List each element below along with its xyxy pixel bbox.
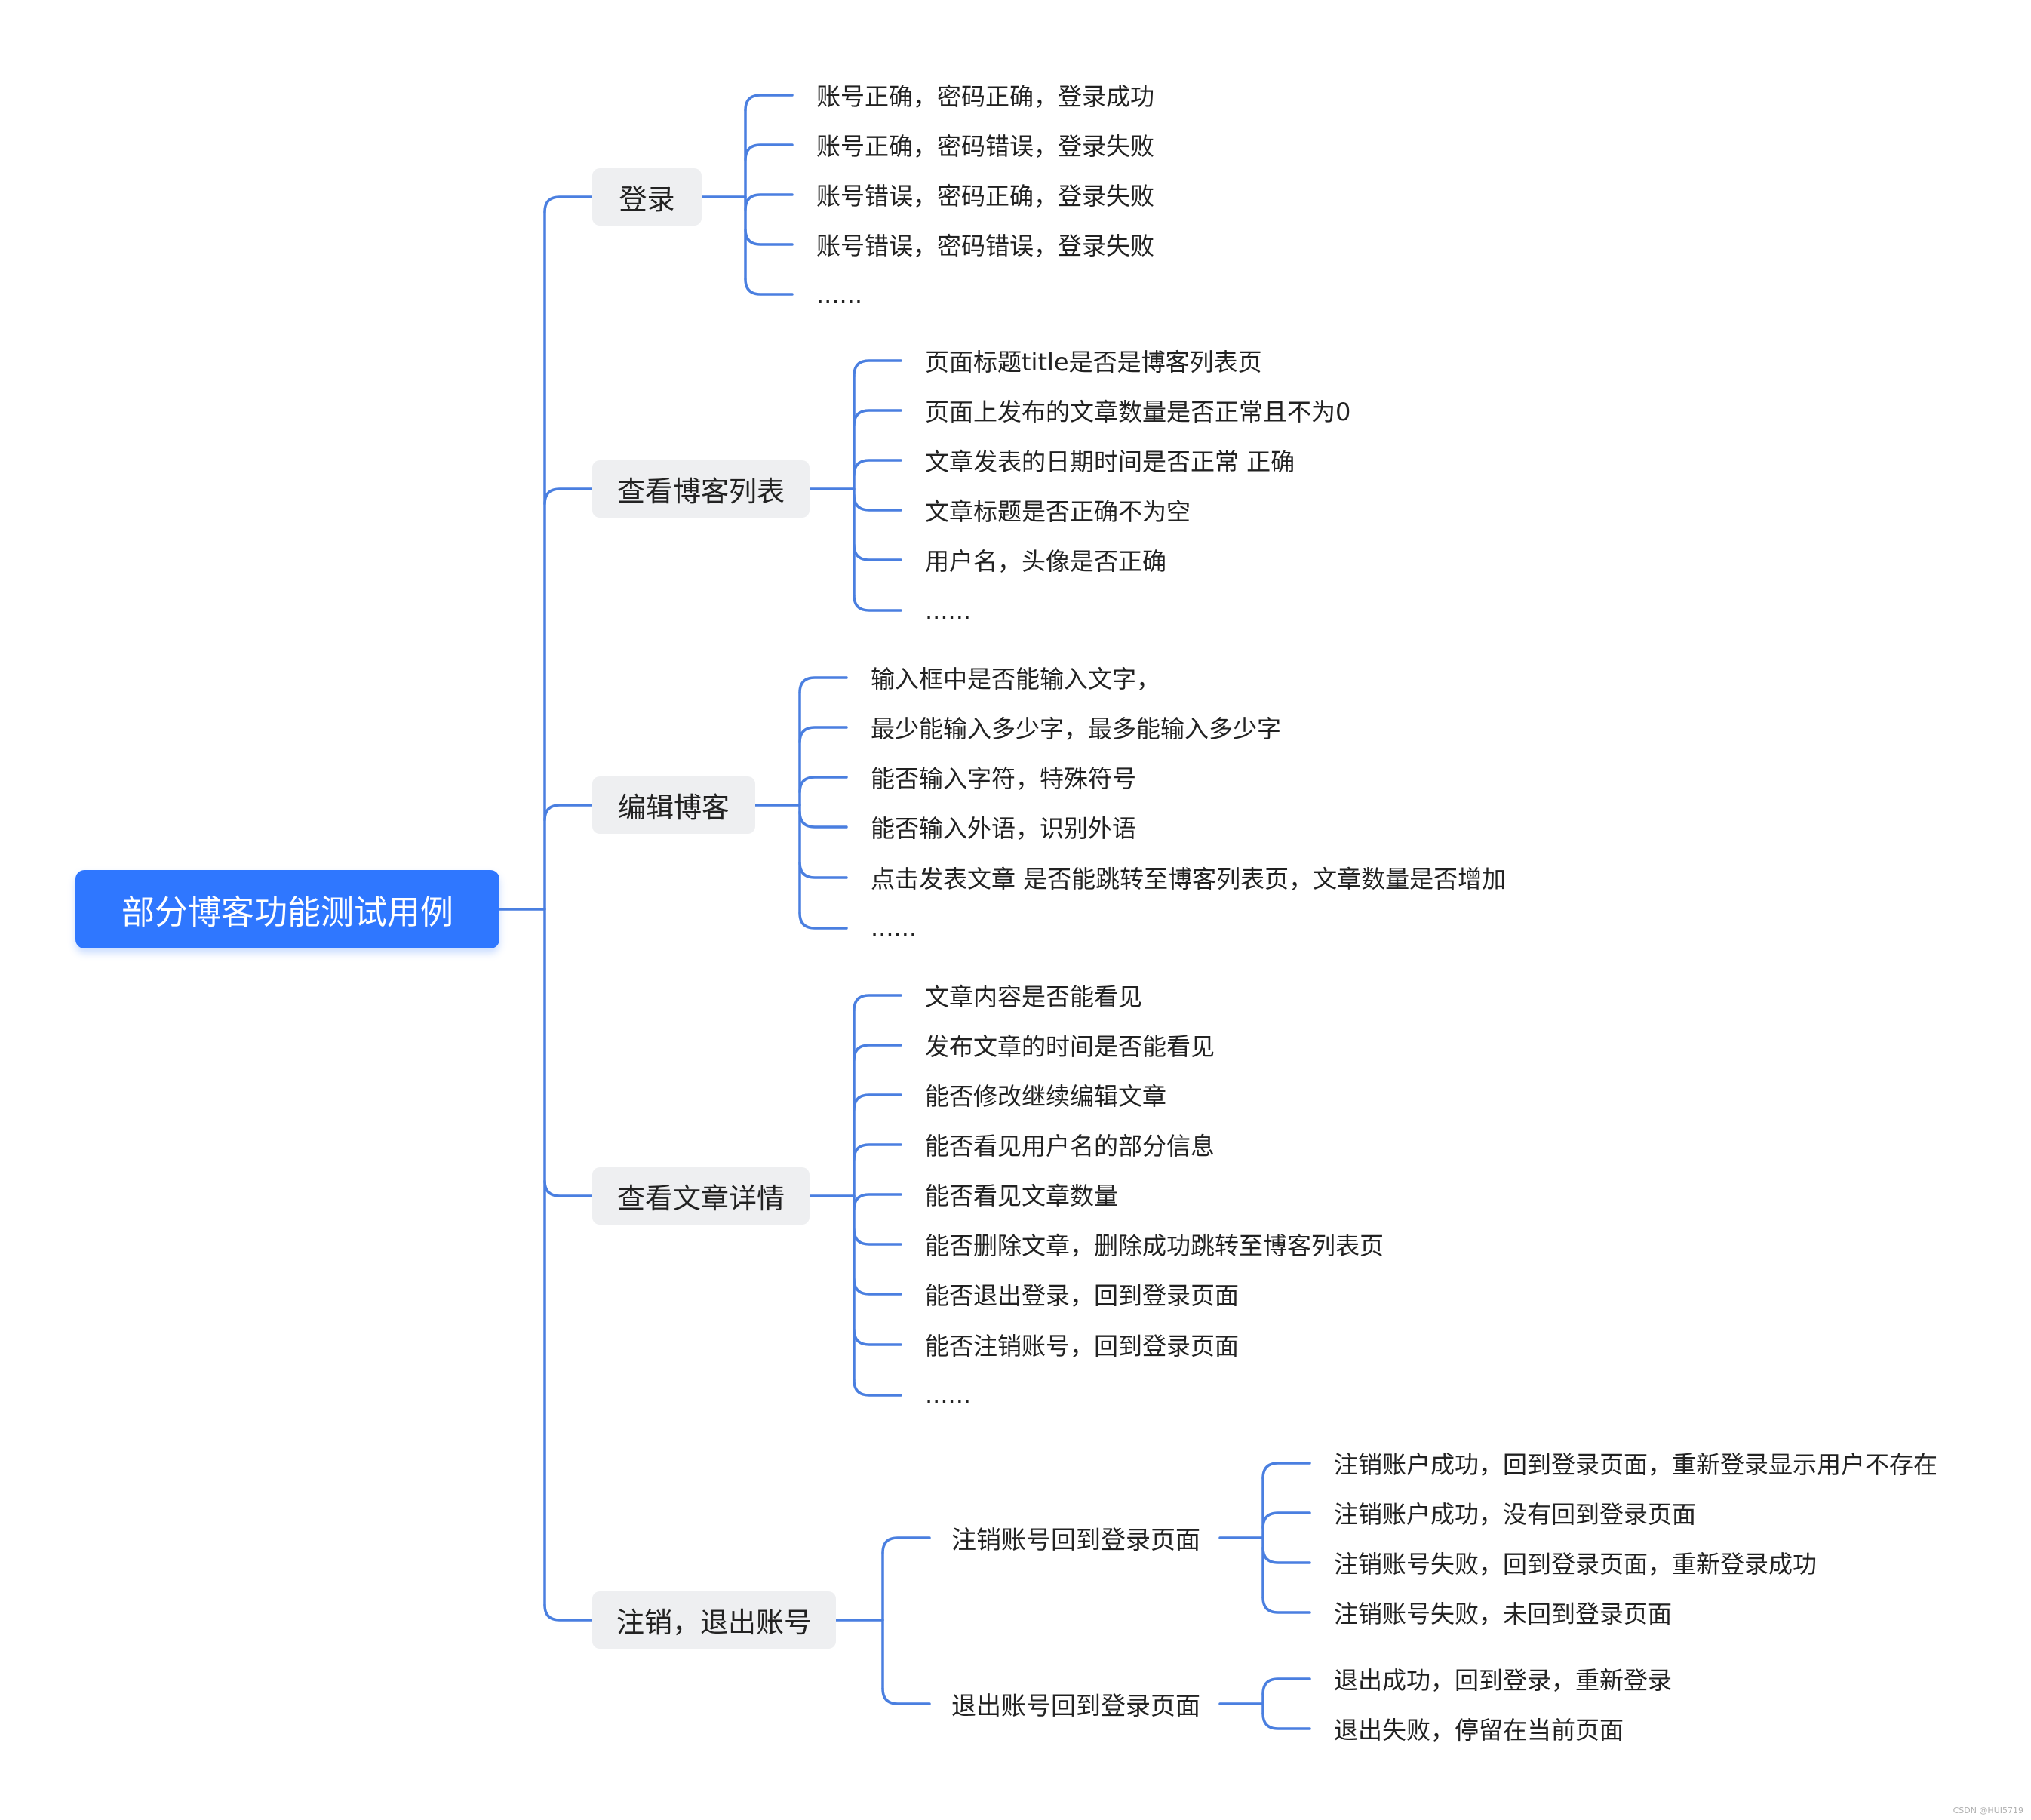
branch-blog-list: 查看博客列表 (592, 460, 810, 518)
connector-line (853, 1193, 902, 1211)
leaf-item: 账号错误，密码正确，登录失败 (816, 182, 1155, 211)
leaf-item: 能否注销账号，回到登录页面 (925, 1332, 1240, 1360)
leaf-item: 注销账户成功，回到登录页面，重新登录显示用户不存在 (1334, 1450, 1938, 1479)
leaf-item: 页面标题title是否是博客列表页 (925, 348, 1262, 377)
leaf-item: ...... (871, 914, 917, 942)
leaf-item: 用户名，头像是否正确 (925, 547, 1167, 576)
leaf-item: ...... (925, 596, 972, 625)
connector-line (1261, 1596, 1311, 1614)
connector-line (853, 543, 902, 561)
leaf-item: ...... (925, 1381, 972, 1410)
connector-line (1261, 1712, 1311, 1730)
connector-line (853, 594, 902, 612)
connector-line (798, 676, 848, 694)
connector-line (853, 459, 902, 477)
connector-line (744, 278, 794, 296)
leaf-item: 能否退出登录，回到登录页面 (925, 1281, 1240, 1310)
leaf-item: 注销账号失败，回到登录页面，重新登录成功 (1334, 1550, 1817, 1579)
leaf-item: 账号正确，密码错误，登录失败 (816, 132, 1155, 161)
connector-line (744, 94, 794, 112)
leaf-item: 文章标题是否正确不为空 (925, 497, 1191, 526)
connector-line (543, 804, 594, 822)
connector-line (853, 359, 902, 377)
connector-line (853, 1328, 902, 1346)
leaf-item: 退出成功，回到登录，重新登录 (1334, 1666, 1673, 1695)
connector-line (543, 487, 594, 506)
branch-logout: 注销，退出账号 (592, 1591, 836, 1649)
branch-login: 登录 (592, 168, 702, 226)
leaf-item: 点击发表文章 是否能跳转至博客列表页，文章数量是否增加 (871, 865, 1507, 893)
leaf-item: 账号错误，密码错误，登录失败 (816, 232, 1155, 260)
connector-line (744, 228, 794, 246)
leaf-item: 页面上发布的文章数量是否正常且不为0 (925, 398, 1351, 426)
branch-edit-blog: 编辑博客 (592, 776, 755, 834)
connector-line (798, 912, 848, 930)
connector-line (1261, 1546, 1311, 1564)
leaf-item: 能否输入外语，识别外语 (871, 814, 1137, 843)
connector-line (543, 1179, 594, 1197)
connector-line (1261, 1511, 1311, 1529)
root-node: 部分博客功能测试用例 (75, 870, 499, 948)
connector-line (853, 1044, 902, 1062)
leaf-item: 能否看见文章数量 (925, 1182, 1119, 1210)
leaf-item: 发布文章的时间是否能看见 (925, 1032, 1215, 1061)
leaf-item: 账号正确，密码正确，登录成功 (816, 82, 1155, 111)
connector-line (543, 195, 594, 214)
connector-line (881, 1536, 931, 1554)
connector-line (853, 1093, 902, 1111)
connector-line (853, 1143, 902, 1161)
leaf-item: 能否修改继续编辑文章 (925, 1082, 1167, 1111)
connector-line (798, 776, 848, 794)
leaf-item: 能否删除文章，删除成功跳转至博客列表页 (925, 1231, 1384, 1260)
connector-line (744, 193, 794, 211)
sub-branch-logout-account: 退出账号回到登录页面 (951, 1691, 1200, 1720)
connector-line (1261, 1677, 1311, 1695)
connector-line (744, 143, 794, 161)
leaf-item: 文章内容是否能看见 (925, 982, 1143, 1011)
leaf-item: 输入框中是否能输入文字， (871, 665, 1161, 693)
connector-line (798, 810, 848, 829)
connector-line (853, 409, 902, 427)
branch-article-detail: 查看文章详情 (592, 1167, 810, 1225)
connector-line (881, 1687, 931, 1705)
leaf-item: 能否输入字符，特殊符号 (871, 764, 1137, 793)
sub-branch-cancel-account: 注销账号回到登录页面 (951, 1525, 1200, 1554)
connector-line (853, 493, 902, 512)
connector-line (1261, 1462, 1311, 1480)
leaf-item: 文章发表的日期时间是否正常 正确 (925, 447, 1295, 476)
connector-line (798, 726, 848, 744)
leaf-item: 注销账户成功，没有回到登录页面 (1334, 1500, 1697, 1529)
connector-line (853, 1228, 902, 1246)
connector-line (853, 1379, 902, 1397)
leaf-item: ...... (816, 280, 863, 309)
leaf-item: 注销账号失败，未回到登录页面 (1334, 1600, 1673, 1628)
leaf-item: 最少能输入多少字，最多能输入多少字 (871, 715, 1282, 743)
connector-line (853, 994, 902, 1012)
watermark: CSDN @HUI5719 (1953, 1806, 2023, 1815)
connector-line (543, 1603, 594, 1622)
connector-line (853, 1277, 902, 1296)
connector-line (798, 861, 848, 879)
leaf-item: 退出失败，停留在当前页面 (1334, 1716, 1624, 1745)
leaf-item: 能否看见用户名的部分信息 (925, 1132, 1215, 1161)
